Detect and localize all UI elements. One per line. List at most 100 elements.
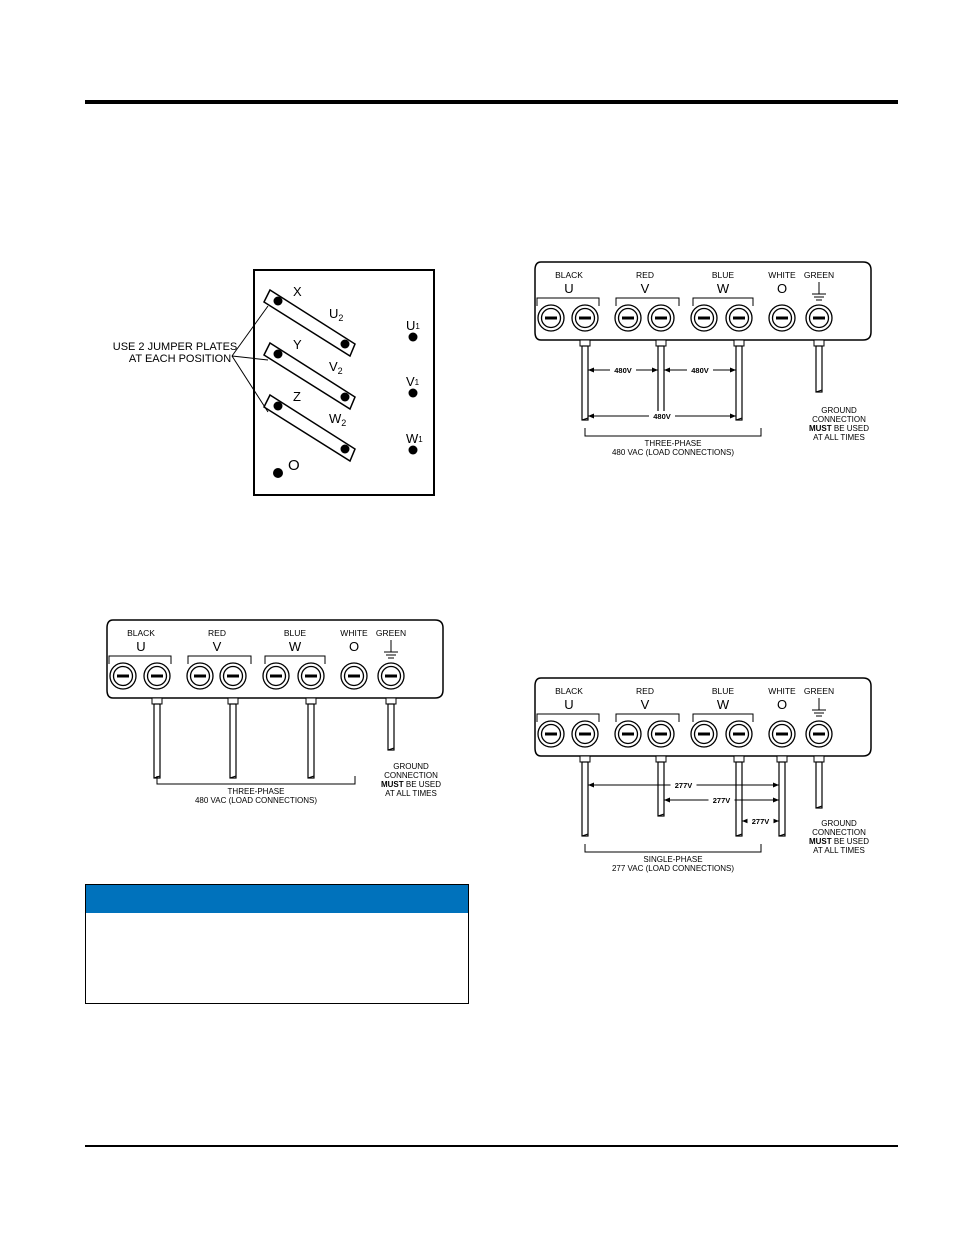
terminal-screw-icon xyxy=(219,662,247,690)
svg-text:W1: W1 xyxy=(406,431,423,446)
svg-text:THREE-PHASE: THREE-PHASE xyxy=(228,787,285,796)
svg-text:U1: U1 xyxy=(406,318,420,333)
load-wire xyxy=(305,697,317,779)
svg-text:AT ALL TIMES: AT ALL TIMES xyxy=(813,846,865,855)
wire-color-white: WHITE xyxy=(340,628,368,638)
plate-top-label: Y xyxy=(293,337,302,352)
terminal-screw-icon xyxy=(377,662,405,690)
bottom-rule xyxy=(85,1145,898,1147)
terminal-screw-icon xyxy=(614,720,642,748)
load-wire xyxy=(385,697,397,751)
plate-top-dot xyxy=(273,296,283,306)
wire-color-green: GREEN xyxy=(804,270,834,280)
wire-color-green: GREEN xyxy=(804,686,834,696)
ground-symbol-icon xyxy=(384,640,398,659)
terminal-pair-brackets xyxy=(536,713,754,722)
svg-text:GROUND: GROUND xyxy=(393,762,429,771)
phase-letter-v: V xyxy=(641,281,650,296)
svg-text:CONNECTION: CONNECTION xyxy=(812,415,866,424)
jumper-plate-2: YV2 xyxy=(263,337,356,411)
load-wire xyxy=(813,339,825,393)
terminal-screw-icon xyxy=(262,662,290,690)
voltage-span: 277V xyxy=(742,816,779,826)
svg-text:V1: V1 xyxy=(406,374,420,389)
instruction-leader-lines xyxy=(231,305,269,413)
terminal-screw-icon xyxy=(143,662,171,690)
phase-letter-o: O xyxy=(349,639,359,654)
phase-letter-u: U xyxy=(136,639,145,654)
load-wire xyxy=(733,339,745,421)
svg-text:GROUND: GROUND xyxy=(821,819,857,828)
note-box xyxy=(85,884,469,1004)
svg-text:MUST BE USED: MUST BE USED xyxy=(809,424,869,433)
wire-color-red: RED xyxy=(636,270,654,280)
terminal-screw-icon xyxy=(647,304,675,332)
voltage-label: 480V xyxy=(691,366,709,375)
terminal-pair-brackets xyxy=(108,655,326,664)
phase-letter-o: O xyxy=(777,697,787,712)
load-wire xyxy=(579,339,591,421)
terminal-screw-icon xyxy=(725,304,753,332)
svg-text:CONNECTION: CONNECTION xyxy=(812,828,866,837)
phase-letter-w: W xyxy=(289,639,302,654)
wire-color-white: WHITE xyxy=(768,270,796,280)
plate-top-label: Z xyxy=(293,389,301,404)
svg-text:AT ALL TIMES: AT ALL TIMES xyxy=(813,433,865,442)
terminal-screw-icon xyxy=(186,662,214,690)
terminal-screw-icon xyxy=(768,720,796,748)
svg-text:MUST BE USED: MUST BE USED xyxy=(809,837,869,846)
terminal-screw-icon xyxy=(571,304,599,332)
svg-text:THREE-PHASE: THREE-PHASE xyxy=(645,439,702,448)
plate-bottom-dot xyxy=(340,392,350,402)
terminal-screw-icon xyxy=(614,304,642,332)
terminal-u1: U1 xyxy=(406,318,420,342)
ground-symbol-icon xyxy=(812,282,826,301)
plate-top-dot xyxy=(273,349,283,359)
neutral-label: O xyxy=(288,457,300,474)
voltage-label: 277V xyxy=(713,796,731,805)
terminal-screw-icon xyxy=(690,720,718,748)
load-wire xyxy=(813,755,825,809)
svg-text:480 VAC (LOAD CONNECTIONS): 480 VAC (LOAD CONNECTIONS) xyxy=(612,448,734,457)
load-wire xyxy=(776,755,788,837)
wire-color-red: RED xyxy=(636,686,654,696)
phase-letter-v: V xyxy=(213,639,222,654)
terminal-screw-icon xyxy=(647,720,675,748)
svg-text:SINGLE-PHASE: SINGLE-PHASE xyxy=(643,855,702,864)
terminal-screw-icon xyxy=(109,662,137,690)
wire-color-red: RED xyxy=(208,628,226,638)
voltage-span: 480V xyxy=(664,365,736,375)
phase-letter-u: U xyxy=(564,697,573,712)
voltage-label: 480V xyxy=(653,412,671,421)
terminal-screw-icon xyxy=(768,304,796,332)
voltage-label: 277V xyxy=(752,817,770,826)
plate-bottom-dot xyxy=(340,339,350,349)
wire-color-blue: BLUE xyxy=(284,628,307,638)
terminal-screw-icon xyxy=(297,662,325,690)
load-wire xyxy=(227,697,239,779)
wire-color-black: BLACK xyxy=(555,270,583,280)
instruction-line-2: AT EACH POSITION xyxy=(129,353,231,365)
phase-letter-o: O xyxy=(777,281,787,296)
phase-letter-v: V xyxy=(641,697,650,712)
terminal-screw-icon xyxy=(690,304,718,332)
terminal-v1: V1 xyxy=(406,374,420,398)
top-rule xyxy=(85,100,898,104)
wire-color-green: GREEN xyxy=(376,628,406,638)
ground-symbol-icon xyxy=(812,698,826,717)
phase-letter-w: W xyxy=(717,697,730,712)
svg-text:GROUND: GROUND xyxy=(821,406,857,415)
terminal-screw-icon xyxy=(340,662,368,690)
voltage-label: 480V xyxy=(614,366,632,375)
wire-color-blue: BLUE xyxy=(712,270,735,280)
terminal-w1: W1 xyxy=(406,431,423,455)
wire-color-blue: BLUE xyxy=(712,686,735,696)
plate-bottom-dot xyxy=(340,444,350,454)
svg-text:CONNECTION: CONNECTION xyxy=(384,771,438,780)
